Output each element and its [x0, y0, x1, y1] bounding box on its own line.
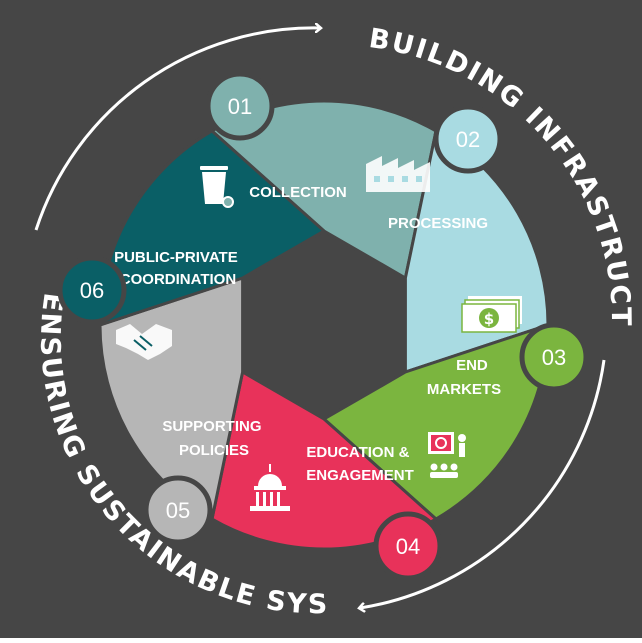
processing-label: PROCESSING — [388, 215, 488, 232]
arrow-top-left — [34, 28, 320, 231]
badge-02: 02 — [433, 104, 503, 174]
collection-label: COLLECTION — [249, 184, 347, 201]
badge-05: 05 — [143, 475, 213, 545]
badge-03: 03 — [519, 322, 589, 392]
education-label: EDUCATION & ENGAGEMENT — [306, 444, 414, 484]
badge-01: 01 — [205, 71, 275, 141]
end-markets-label: END MARKETS — [427, 357, 501, 398]
trash-bin-icon — [200, 166, 234, 208]
handshake-icon — [116, 324, 172, 360]
factory-icon — [366, 156, 430, 192]
money-stack-icon: $ — [461, 296, 522, 333]
arrow-bottom-right — [360, 359, 606, 608]
svg-text:03: 03 — [542, 345, 566, 370]
badge-04: 04 — [373, 511, 443, 581]
coordination-label: PUBLIC-PRIVATE COORDINATION — [114, 249, 242, 288]
svg-text:$: $ — [484, 310, 494, 328]
svg-text:02: 02 — [456, 127, 480, 152]
presentation-icon — [428, 432, 466, 478]
svg-text:06: 06 — [80, 278, 104, 303]
badge-06: 06 — [57, 255, 127, 325]
policies-label: SUPPORTING POLICIES — [162, 418, 265, 459]
capitol-building-icon — [250, 464, 290, 511]
svg-text:01: 01 — [228, 94, 252, 119]
svg-text:04: 04 — [396, 534, 420, 559]
svg-text:05: 05 — [166, 498, 190, 523]
